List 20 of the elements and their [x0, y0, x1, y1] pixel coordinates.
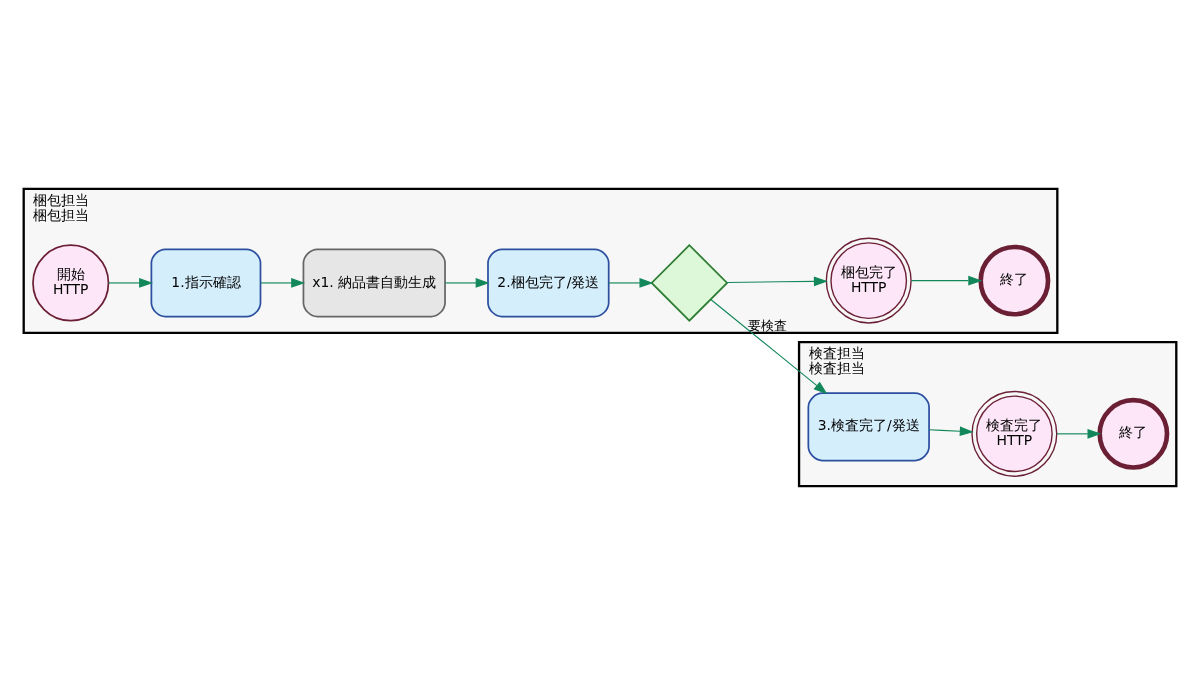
- node-circle: 検査完了 HTTP: [971, 390, 1058, 477]
- node-box: 3.検査完了/発送: [807, 392, 930, 462]
- arrow: [710, 298, 828, 395]
- arrow: [928, 426, 974, 437]
- node-circle: 終了: [978, 244, 1051, 317]
- node-circle: 開始 HTTP: [32, 244, 110, 322]
- edge-label: 要検査: [748, 318, 788, 334]
- node-box: 1.指示確認: [150, 248, 262, 318]
- node-box: 2.梱包完了/発送: [487, 248, 610, 318]
- arrow: [107, 278, 154, 288]
- arrow: [259, 278, 306, 288]
- arrow: [910, 275, 983, 286]
- node-circle: 梱包完了 HTTP: [825, 237, 912, 324]
- arrow: [1056, 428, 1102, 439]
- arrow: [608, 278, 654, 288]
- node-box: x1. 納品書自動生成: [302, 248, 446, 318]
- node-circle: 終了: [1097, 397, 1170, 470]
- arrow: [726, 276, 828, 287]
- arrow: [444, 278, 490, 288]
- node-diamond: [650, 244, 729, 322]
